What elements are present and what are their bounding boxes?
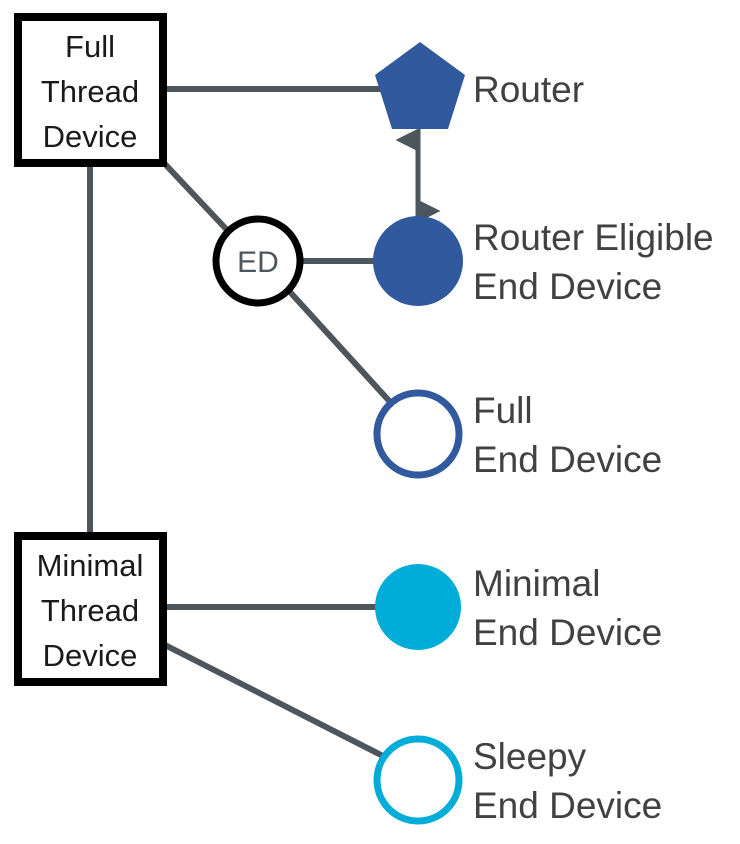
full-end-device-label-line1: Full [473, 390, 533, 431]
full-thread-device-label-line3: Device [43, 119, 138, 154]
legend-shapes [373, 42, 465, 825]
minimal-thread-device-label-line3: Device [43, 638, 138, 673]
router-label-line1: Router [473, 69, 584, 110]
node-boxes: Full Thread Device Minimal Thread Device… [14, 13, 304, 686]
minimal-thread-device-label-line2: Thread [41, 593, 139, 628]
connector-lines [87, 86, 441, 760]
router-pentagon-icon[interactable] [375, 42, 465, 129]
connector-ftd-to-ed [161, 160, 231, 234]
minimal-end-device-label-line2: End Device [473, 612, 662, 653]
minimal-end-device-label-line1: Minimal [473, 563, 600, 604]
full-thread-device-label-line1: Full [65, 29, 115, 64]
end-device-label: ED [237, 246, 279, 279]
full-end-device-circle-icon[interactable] [373, 389, 463, 479]
router-eligible-end-device-label-line2: End Device [473, 266, 662, 307]
connector-mtd-to-sed [163, 642, 387, 760]
full-thread-device-box[interactable] [14, 13, 167, 167]
full-thread-device-label-line2: Thread [41, 74, 139, 109]
connector-ed-to-fed [287, 289, 395, 407]
minimal-end-device-circle-icon[interactable] [375, 564, 461, 650]
router-eligible-end-device-label-line1: Router Eligible [473, 217, 714, 258]
legend-labels: Router Router Eligible End Device Full E… [473, 69, 714, 826]
sleepy-end-device-label-line2: End Device [473, 785, 662, 826]
full-end-device-label-line2: End Device [473, 439, 662, 480]
router-eligible-end-device-circle-icon[interactable] [373, 216, 463, 306]
sleepy-end-device-circle-icon[interactable] [373, 735, 463, 825]
minimal-thread-device-label-line1: Minimal [37, 548, 144, 583]
sleepy-end-device-label-line1: Sleepy [473, 736, 587, 777]
minimal-thread-device-box[interactable] [14, 532, 167, 686]
end-device-circle-node[interactable] [212, 215, 304, 307]
